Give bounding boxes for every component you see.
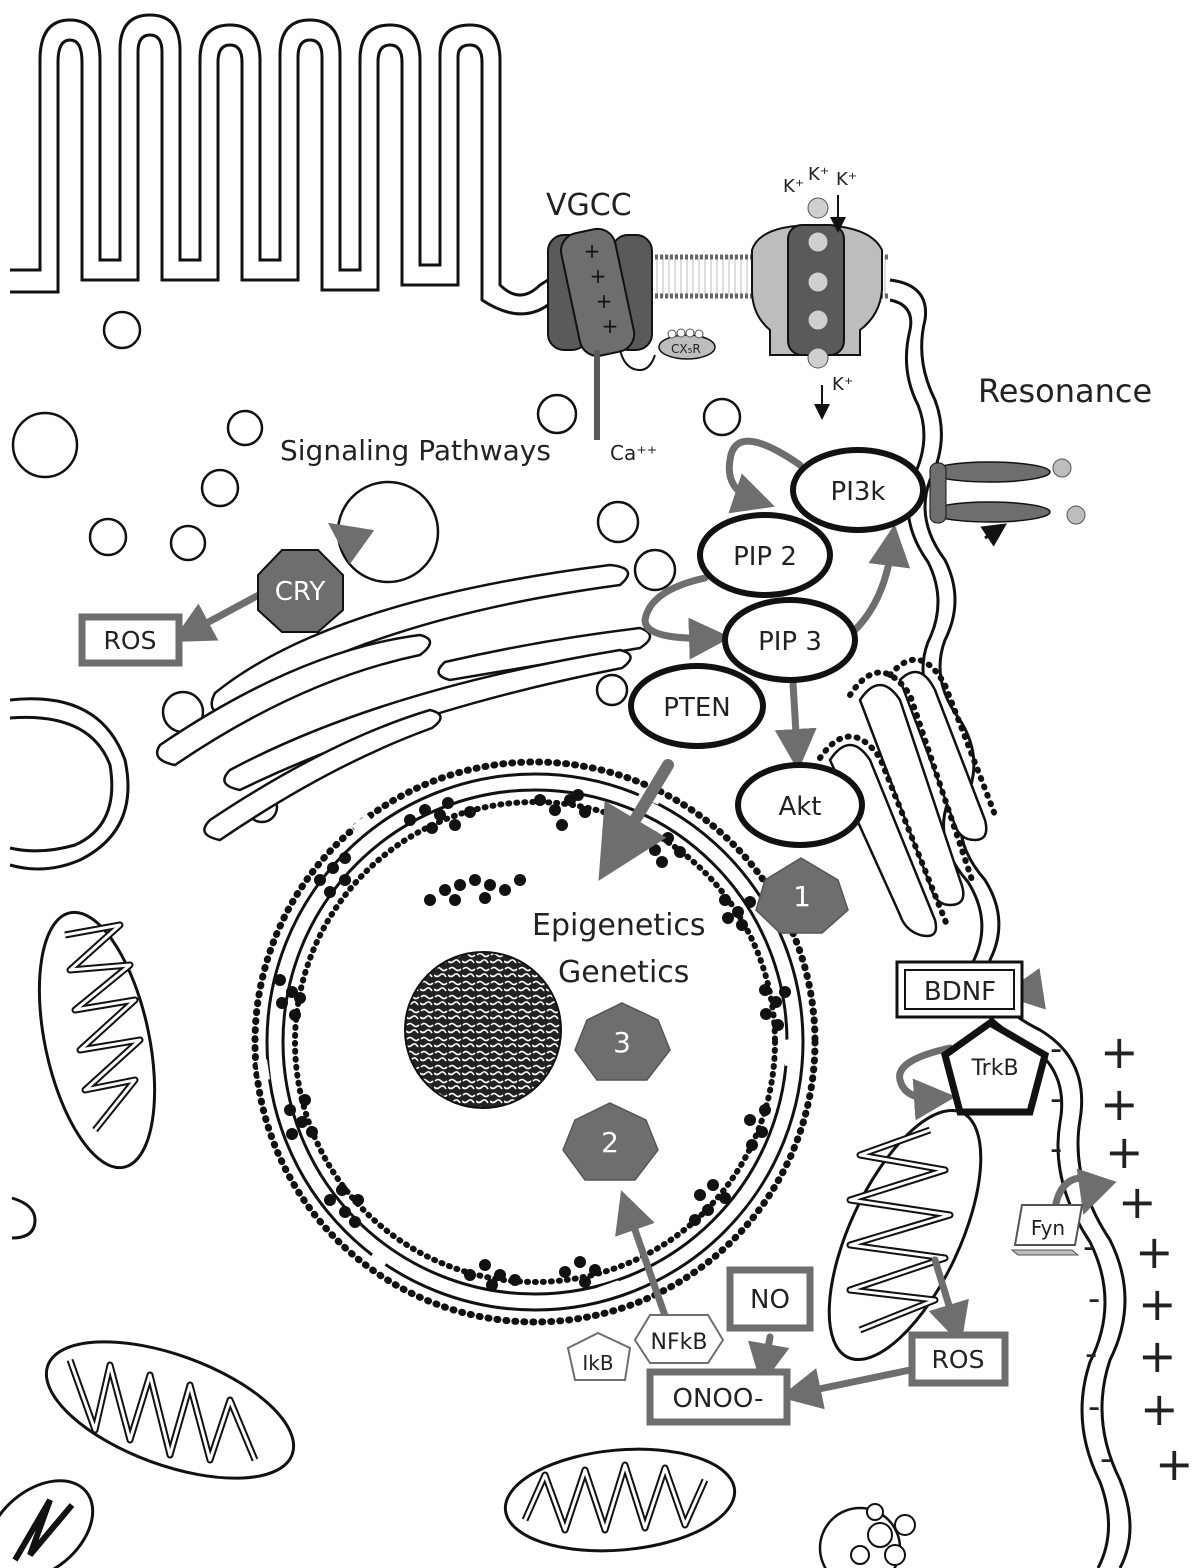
- ros-left-label: ROS: [104, 626, 157, 655]
- onoo-box: ONOO-: [650, 1372, 787, 1422]
- onoo-label: ONOO-: [673, 1384, 764, 1414]
- minus-8: -: [1100, 1439, 1112, 1479]
- mitochondrion-bottom-center: [501, 1440, 739, 1560]
- genetics-label: Genetics: [558, 955, 689, 990]
- nucleolus: [405, 952, 561, 1108]
- fyn-box: Fyn: [1012, 1205, 1082, 1255]
- pip2-node: PIP 2: [700, 515, 830, 595]
- no-label: NO: [750, 1285, 790, 1315]
- nfkb-label: NFkB: [651, 1330, 708, 1355]
- minus-3: -: [1050, 1129, 1062, 1169]
- ros-right-box: ROS: [912, 1335, 1005, 1383]
- nfkb-hexagon: NFkB: [635, 1315, 723, 1363]
- minus-2: -: [1050, 1079, 1062, 1119]
- plus-3: +: [1105, 1125, 1144, 1179]
- bdnf-label: BDNF: [924, 977, 996, 1007]
- pten-label: PTEN: [663, 693, 730, 723]
- small-vesicle-edge: [12, 1198, 35, 1238]
- potassium-channel: [752, 195, 882, 412]
- signaling-pathways-label: Signaling Pathways: [280, 434, 551, 467]
- k-plus-label-2: K⁺: [808, 164, 829, 185]
- pi3k-label: PI3k: [831, 477, 886, 507]
- badge-2: 2: [563, 1103, 658, 1180]
- no-box: NO: [730, 1270, 810, 1328]
- akt-label: Akt: [778, 792, 821, 822]
- cry-octagon: CRY: [258, 550, 343, 632]
- trkb-label: TrkB: [970, 1056, 1018, 1081]
- plus-1: +: [1100, 1025, 1139, 1079]
- minus-1: -: [1050, 1029, 1062, 1069]
- minus-7: -: [1088, 1387, 1100, 1427]
- ikb-label: IkB: [582, 1351, 613, 1375]
- ros-left-box: ROS: [82, 617, 179, 663]
- minus-5: -: [1088, 1279, 1100, 1319]
- cx5r-label: CX₅R: [671, 342, 701, 356]
- mitochondrion-bottom-left: [29, 1314, 311, 1506]
- pten-node: PTEN: [631, 666, 763, 746]
- bdnf-box: BDNF: [897, 962, 1022, 1017]
- badge-3: 3: [575, 1003, 670, 1080]
- plus-7: +: [1138, 1329, 1177, 1383]
- nucleus: [255, 762, 815, 1322]
- pi3k-node: PI3k: [793, 450, 923, 530]
- vgcc-label: VGCC: [546, 188, 632, 223]
- ikb-pentagon: IkB: [568, 1333, 630, 1380]
- plus-4: +: [1118, 1175, 1157, 1229]
- k-plus-label-3: K⁺: [836, 169, 857, 190]
- trkb-pentagon: TrkB: [945, 1023, 1045, 1112]
- minus-4: -: [1083, 1227, 1095, 1267]
- svg-text:+: +: [596, 289, 613, 313]
- svg-text:+: +: [584, 239, 601, 263]
- k-plus-label-4: K⁺: [832, 374, 853, 395]
- calcium-label: Ca⁺⁺: [610, 441, 657, 465]
- pip3-node: PIP 3: [725, 600, 855, 680]
- ros-right-label: ROS: [932, 1345, 985, 1374]
- badge-3-label: 3: [613, 1026, 631, 1059]
- plasma-membrane-top: [10, 15, 548, 314]
- pip2-label: PIP 2: [733, 542, 797, 572]
- svg-text:+: +: [590, 264, 607, 288]
- membrane-charges: - + - + - + + - + - + - + - + - +: [1050, 1025, 1194, 1491]
- svg-text:+: +: [602, 314, 619, 338]
- mitochondrion-corner: [0, 1461, 112, 1568]
- minus-6: -: [1085, 1334, 1097, 1374]
- resonance-receptors: [930, 459, 1085, 538]
- plus-9: +: [1155, 1437, 1194, 1491]
- pip3-label: PIP 3: [758, 627, 822, 657]
- mitochondrion-left: [19, 902, 175, 1178]
- badge-1: 1: [756, 858, 848, 933]
- cry-label: CRY: [275, 577, 326, 607]
- k-plus-label-1: K⁺: [783, 176, 804, 197]
- plus-2: +: [1100, 1077, 1139, 1131]
- resonance-label: Resonance: [978, 372, 1152, 410]
- fyn-label: Fyn: [1031, 1216, 1065, 1240]
- badge-2-label: 2: [601, 1126, 619, 1159]
- plus-5: +: [1135, 1225, 1174, 1279]
- epigenetics-label: Epigenetics: [532, 908, 706, 943]
- plus-6: +: [1138, 1277, 1177, 1331]
- plus-8: +: [1140, 1382, 1179, 1436]
- large-vesicle-left: [10, 699, 128, 869]
- akt-node: Akt: [738, 765, 862, 845]
- badge-1-label: 1: [793, 880, 811, 913]
